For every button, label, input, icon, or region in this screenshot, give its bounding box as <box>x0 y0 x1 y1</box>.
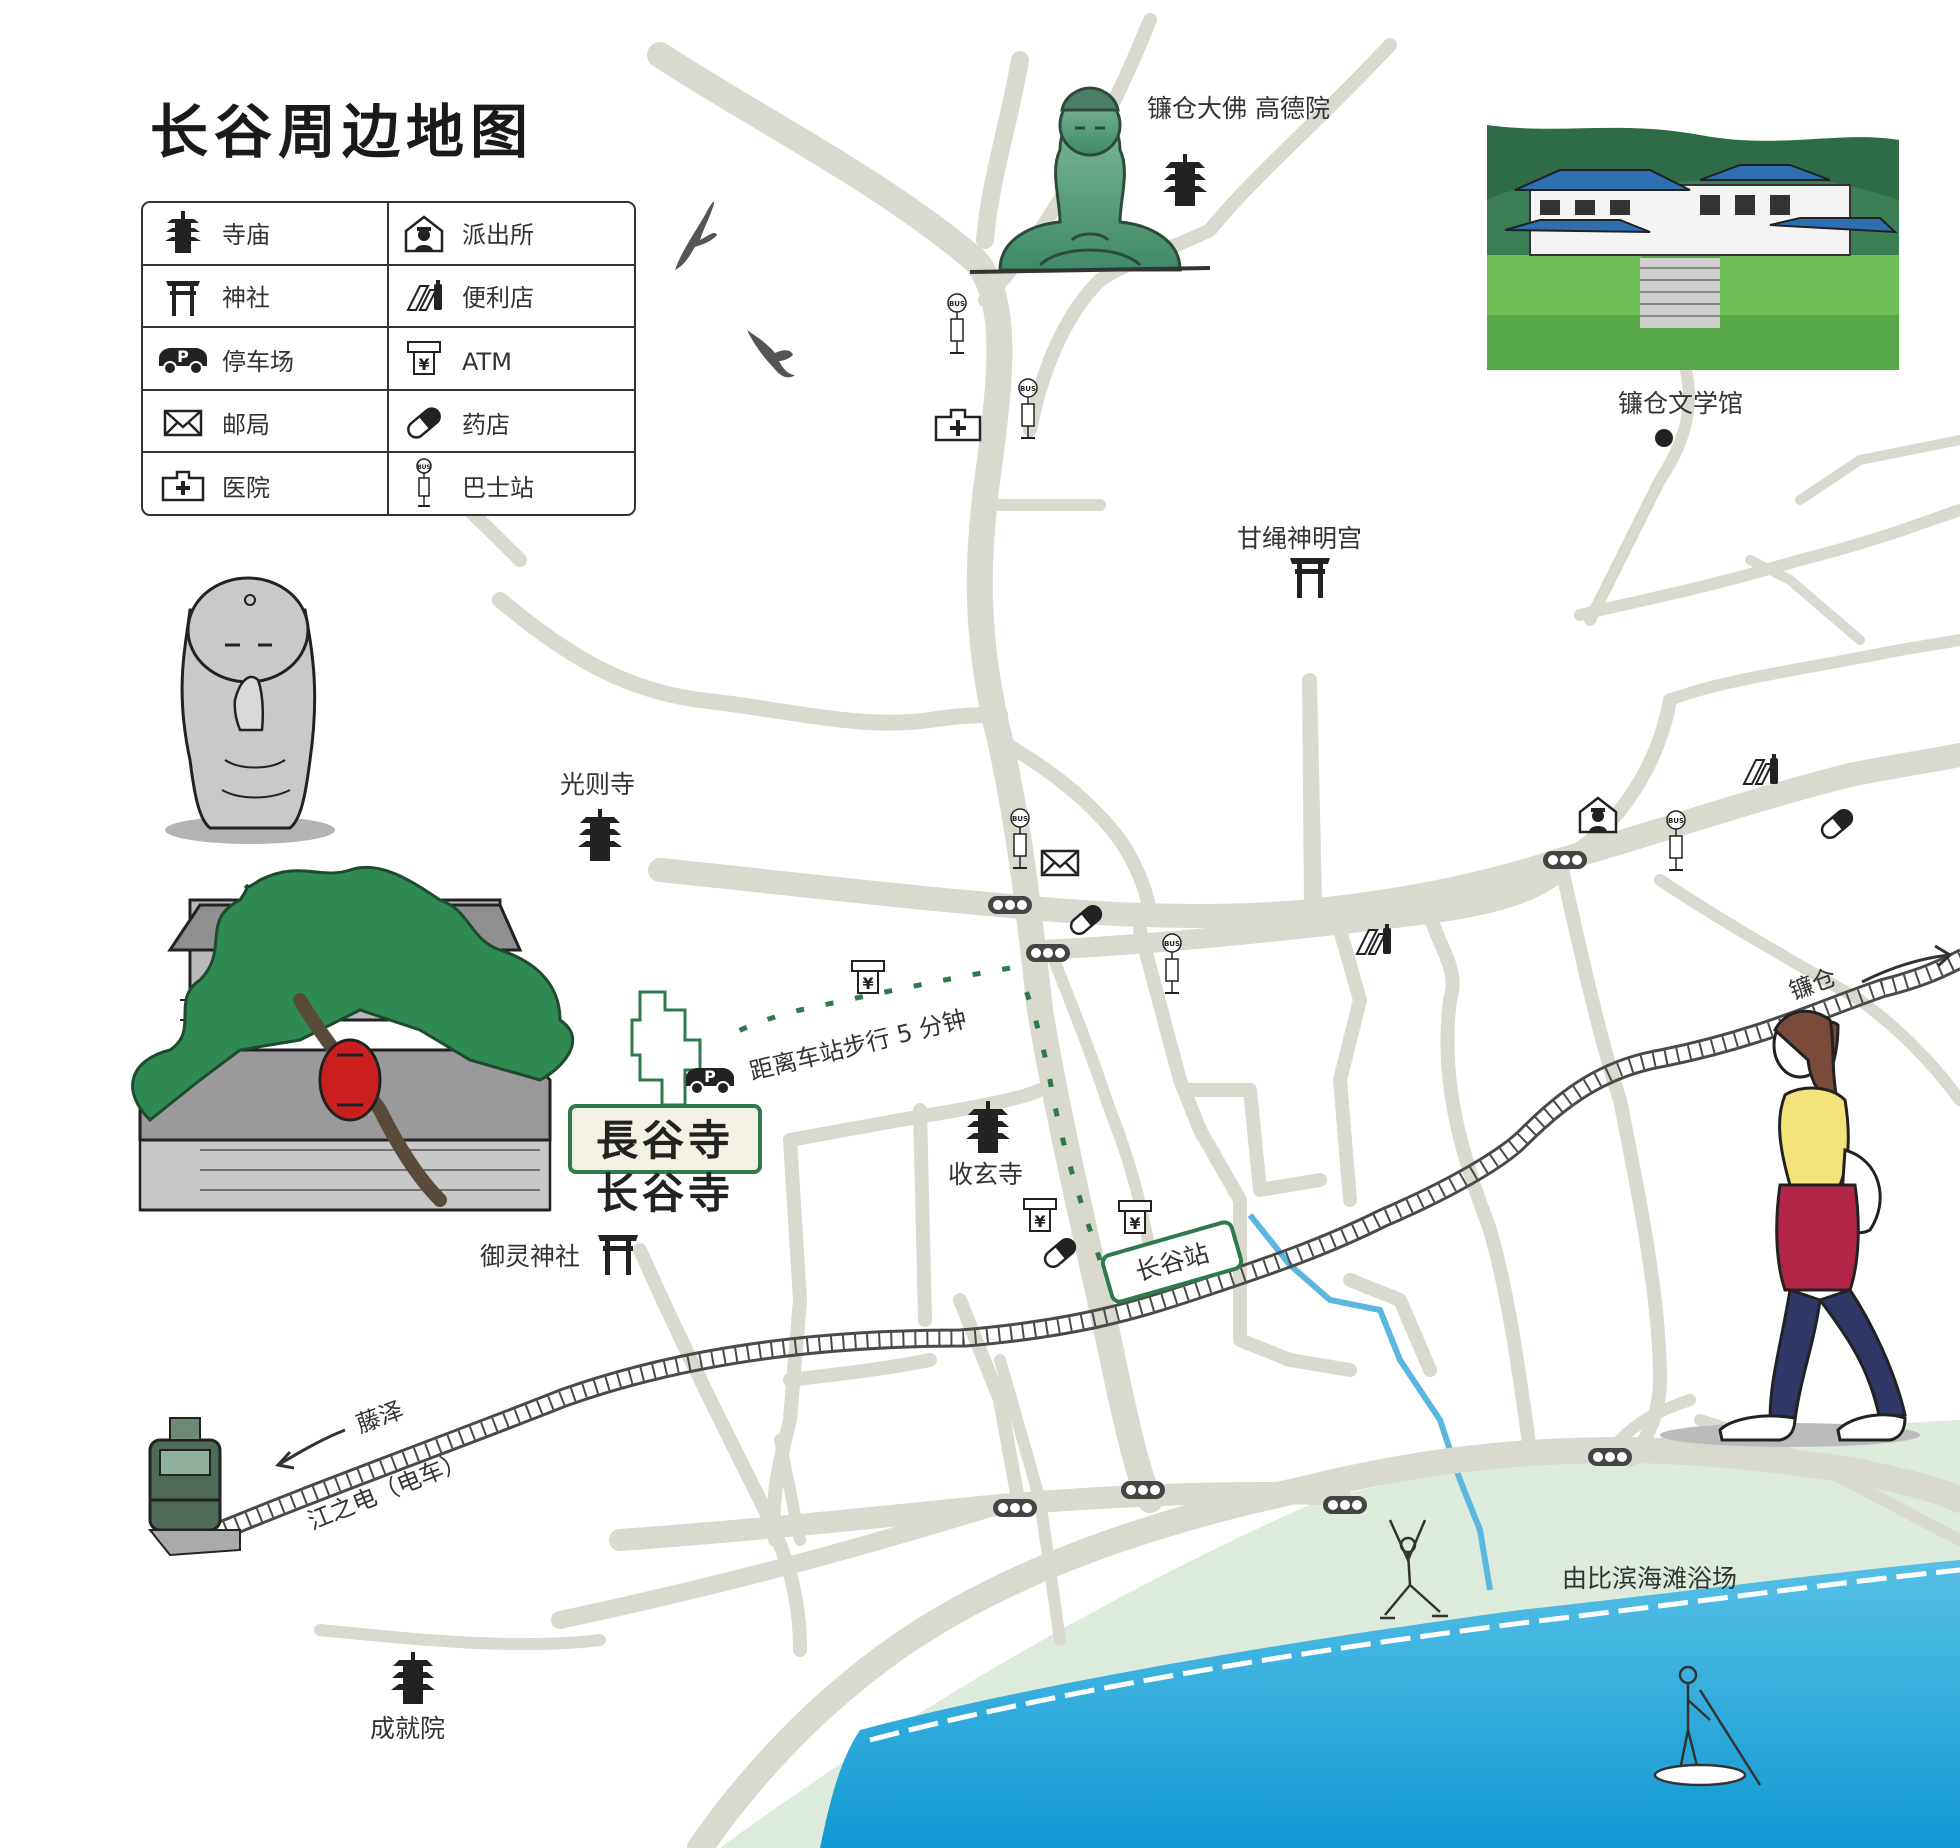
bird-icon <box>675 201 717 270</box>
svg-text:BUS: BUS <box>1020 385 1036 393</box>
pagoda-icon <box>391 1652 435 1704</box>
legend: 寺庙 派出所 神社 便利店 P <box>141 201 636 516</box>
atm-icon: ¥ <box>851 960 885 994</box>
svg-text:P: P <box>704 1067 716 1086</box>
label-jojuin: 成就院 <box>370 1714 445 1743</box>
mail-icon <box>163 409 203 437</box>
svg-text:BUS: BUS <box>417 464 431 471</box>
svg-text:BUS: BUS <box>949 300 965 308</box>
label-walk-note: 距离车站步行 5 分钟 <box>747 1005 970 1086</box>
label-yuigahama: 由比滨海滩浴场 <box>1562 1564 1737 1593</box>
convenience-store-icon <box>1355 924 1391 955</box>
arrow-to-kamakura <box>1861 944 1953 984</box>
walking-route <box>728 965 1103 1261</box>
legend-label-hospital: 医院 <box>222 474 270 502</box>
svg-text:¥: ¥ <box>1129 1214 1140 1233</box>
pill-icon <box>1043 1237 1077 1269</box>
hasedera-grounds-outline <box>630 990 702 1107</box>
hasedera-sign[interactable]: 長谷寺 <box>568 1104 762 1174</box>
jizo-statue-illustration <box>165 576 335 844</box>
atm-icon: ¥ <box>1023 1198 1057 1232</box>
legend-label-pharmacy: 药店 <box>462 411 510 439</box>
svg-text:BUS: BUS <box>1668 817 1684 825</box>
convenience-store-icon <box>406 280 442 311</box>
atm-icon: ¥ <box>407 341 441 375</box>
atm-icon: ¥ <box>1118 1200 1152 1234</box>
bus-stop-icon: BUS <box>947 293 967 354</box>
bus-stop-icon: BUS <box>1666 810 1686 871</box>
hospital-icon <box>934 408 982 442</box>
svg-text:BUS: BUS <box>1164 940 1180 948</box>
hospital-icon <box>161 470 205 502</box>
police-box-icon <box>404 215 444 253</box>
pill-icon <box>407 407 441 439</box>
legend-label-shrine: 神社 <box>222 284 270 312</box>
legend-label-police: 派出所 <box>462 221 534 249</box>
hase-station-sign[interactable]: 长谷站 <box>1100 1220 1244 1304</box>
legend-label-parking: 停车场 <box>222 348 294 376</box>
hasedera-sign-text: 長谷寺 <box>596 1116 734 1165</box>
parking-icon: P <box>686 1067 734 1095</box>
river <box>1247 1213 1493 1591</box>
great-buddha-illustration <box>969 86 1211 274</box>
label-literature-museum: 镰仓文学馆 <box>1618 389 1743 418</box>
paddleboarder-illustration <box>1653 1665 1762 1787</box>
svg-text:¥: ¥ <box>418 355 429 374</box>
pagoda-icon <box>966 1101 1010 1153</box>
svg-text:BUS: BUS <box>1012 815 1028 823</box>
legend-label-atm: ATM <box>462 348 512 376</box>
enoden-railway <box>199 948 1960 1548</box>
sea-shoreline <box>869 1567 1960 1743</box>
label-to-kamakura: 镰仓 <box>1785 963 1840 1006</box>
mail-icon <box>1040 849 1080 877</box>
bus-stop-icon: BUS <box>1010 808 1030 869</box>
pagoda-icon <box>165 211 201 253</box>
label-goryo-shrine: 御灵神社 <box>480 1242 580 1271</box>
legend-label-temple: 寺庙 <box>222 221 270 249</box>
legend-label-post: 邮局 <box>222 411 270 439</box>
label-amanawa-shrine: 甘绳神明宫 <box>1237 524 1362 553</box>
torii-icon <box>1290 558 1330 598</box>
pagoda-icon <box>1163 154 1207 206</box>
museum-marker <box>1655 429 1673 447</box>
label-hasedera: 长谷寺 <box>596 1169 734 1218</box>
pill-icon <box>1069 904 1103 936</box>
label-daibutsu: 镰仓大佛 高德院 <box>1147 94 1330 123</box>
bus-stop-icon: BUS <box>1162 933 1182 994</box>
label-to-fujisawa: 藤泽 <box>352 1396 407 1439</box>
parking-icon: P <box>159 347 207 375</box>
torii-icon <box>166 281 200 316</box>
literature-museum-illustration <box>1487 125 1899 370</box>
legend-label-bus: 巴士站 <box>462 474 534 502</box>
svg-text:¥: ¥ <box>862 974 873 993</box>
traffic-signals <box>988 851 1632 1517</box>
svg-text:¥: ¥ <box>1034 1212 1045 1231</box>
bird-icon <box>747 330 795 378</box>
torii-icon <box>598 1235 638 1275</box>
map-title: 长谷周边地图 <box>150 98 534 166</box>
yoga-person-illustration <box>1380 1519 1448 1620</box>
label-shugenji: 收玄寺 <box>948 1160 1023 1189</box>
walking-woman-illustration <box>1660 1009 1920 1447</box>
label-enoden: 江之电（电车） <box>304 1447 470 1536</box>
arrow-to-fujisawa <box>275 1428 346 1470</box>
bus-stop-icon: BUS <box>1018 378 1038 439</box>
svg-text:P: P <box>177 347 189 366</box>
police-box-icon <box>1578 796 1618 834</box>
pill-icon <box>1820 808 1854 840</box>
bus-stop-icon: BUS <box>416 458 432 507</box>
convenience-store-icon <box>1742 754 1778 785</box>
hasedera-temple-illustration <box>131 865 575 1212</box>
enoden-train-illustration <box>147 1417 241 1557</box>
label-kosokuji: 光则寺 <box>560 770 635 799</box>
pagoda-icon <box>578 809 622 861</box>
legend-label-convenience: 便利店 <box>462 284 534 312</box>
